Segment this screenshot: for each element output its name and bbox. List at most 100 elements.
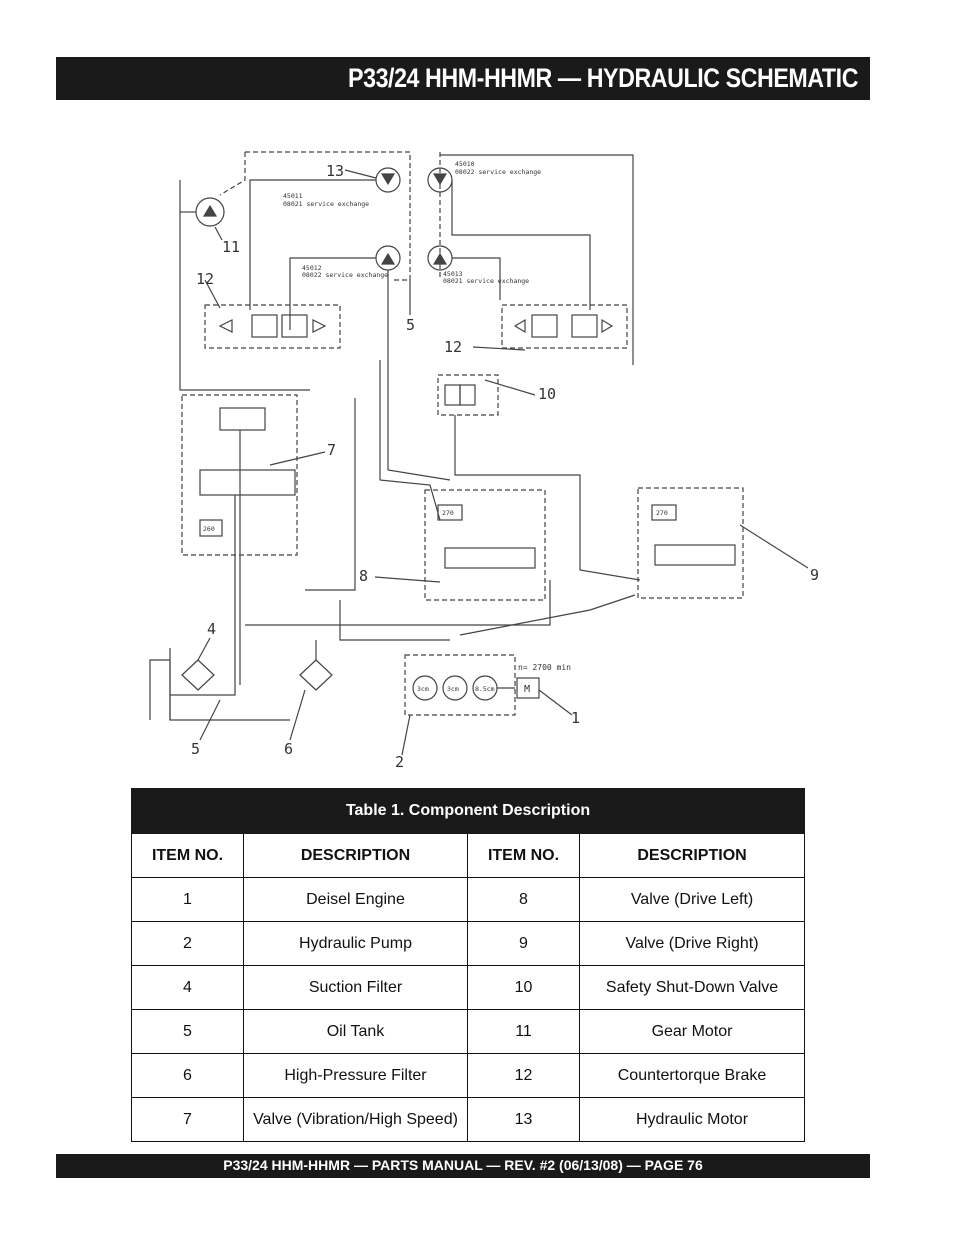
annotation-speed: n= 2700 min [518, 663, 571, 672]
hydraulic-line [440, 154, 634, 365]
annotation-270a: 270 [442, 509, 454, 517]
cell-item-no: 5 [131, 1009, 244, 1054]
cell-item-no: 10 [467, 965, 580, 1010]
header-item-no-left: ITEM NO. [131, 833, 244, 878]
callout-5-tank: 5 [191, 740, 200, 758]
cell-item-no: 4 [131, 965, 244, 1010]
check-valve [312, 319, 327, 333]
annotation-45010: 45010 [455, 160, 475, 168]
high-pressure-filter-symbol [299, 659, 333, 691]
table-row: 4 Suction Filter 10 Safety Shut-Down Val… [131, 965, 806, 1010]
motor-arrow [380, 173, 396, 186]
annotation-260: 260 [203, 525, 215, 533]
annotation-45012: 45012 [302, 264, 322, 272]
footer-bar: P33/24 HHM-HHMR — PARTS MANUAL — REV. #2… [56, 1154, 870, 1178]
callout-12-left: 12 [196, 270, 214, 288]
hydraulic-line [305, 398, 356, 591]
gear-motor-arrow [202, 204, 218, 217]
cell-description: High-Pressure Filter [243, 1053, 468, 1098]
table-caption-row: Table 1. Component Description [130, 788, 806, 834]
hydraulic-line [169, 648, 290, 721]
callout-1: 1 [571, 709, 580, 727]
header-description-left: DESCRIPTION [243, 833, 468, 878]
cell-description: Hydraulic Pump [243, 921, 468, 966]
table-row: 7 Valve (Vibration/High Speed) 13 Hydrau… [131, 1097, 806, 1142]
cell-item-no: 12 [467, 1053, 580, 1098]
hydraulic-line [451, 180, 591, 310]
page-title: P33/24 HHM-HHMR — HYDRAULIC SCHEMATIC [347, 63, 858, 93]
leader-line [472, 346, 526, 351]
brake-valve-block [251, 314, 278, 338]
component-table-wrap: Table 1. Component Description ITEM NO. … [130, 788, 806, 1142]
valve-spool [444, 547, 536, 569]
cell-item-no: 9 [467, 921, 580, 966]
callout-12-right: 12 [444, 338, 462, 356]
diesel-engine-symbol [516, 677, 540, 699]
cell-item-no: 11 [467, 1009, 580, 1054]
table-row: 1 Deisel Engine 8 Valve (Drive Left) [131, 877, 806, 922]
cell-description: Countertorque Brake [578, 1053, 806, 1098]
annotation-08021b: 08021 service exchange [443, 277, 529, 285]
valve-spool [444, 384, 461, 406]
cell-item-no: 7 [131, 1097, 244, 1142]
cell-item-no: 2 [131, 921, 244, 966]
valve-spool [654, 544, 736, 566]
motor-arrow [432, 252, 448, 265]
cell-description: Valve (Drive Left) [578, 877, 806, 922]
pump-symbol [412, 675, 438, 701]
table-row: 2 Hydraulic Pump 9 Valve (Drive Right) [131, 921, 806, 966]
callout-13: 13 [326, 162, 344, 180]
leader-line [204, 279, 221, 309]
valve-spool [219, 407, 266, 431]
hydraulic-line [179, 180, 310, 391]
dashed-line [219, 152, 246, 196]
brake-valve-block [571, 314, 598, 338]
cell-item-no: 1 [131, 877, 244, 922]
leader-line [374, 576, 441, 583]
check-valve [513, 318, 526, 334]
annotation-08021a: 08021 service exchange [283, 200, 369, 208]
callout-7: 7 [327, 441, 336, 459]
component-description-table: Table 1. Component Description ITEM NO. … [130, 788, 806, 1142]
leader-line [199, 699, 221, 741]
dashed-line [245, 151, 411, 281]
callout-8: 8 [359, 567, 368, 585]
cell-description: Oil Tank [243, 1009, 468, 1054]
hydraulic-line [339, 600, 450, 641]
leader-line [739, 524, 809, 569]
footer-text: P33/24 HHM-HHMR — PARTS MANUAL — REV. #2… [223, 1157, 703, 1173]
check-valve [601, 318, 614, 334]
callout-4: 4 [207, 620, 216, 638]
cell-description: Valve (Vibration/High Speed) [243, 1097, 468, 1142]
callout-11: 11 [222, 238, 240, 256]
countertorque-brake-right [501, 304, 628, 349]
cell-description: Valve (Drive Right) [578, 921, 806, 966]
pressure-relief [651, 504, 677, 521]
header-description-right: DESCRIPTION [578, 833, 806, 878]
valve-spool [199, 469, 296, 496]
motor-arrow [380, 252, 396, 265]
suction-filter-symbol [181, 659, 215, 691]
table-row: 5 Oil Tank 11 Gear Motor [131, 1009, 806, 1054]
annotation-pump1: 3cm [417, 685, 429, 693]
header-item-no-right: ITEM NO. [467, 833, 580, 878]
pressure-relief [199, 519, 223, 537]
check-valve [218, 319, 233, 333]
leader-line [289, 689, 306, 741]
leader-line [214, 226, 223, 241]
annotation-45013: 45013 [443, 270, 463, 278]
table-row: 6 High-Pressure Filter 12 Countertorque … [131, 1053, 806, 1098]
hydraulic-line [170, 495, 236, 696]
leader-line [344, 169, 377, 179]
hydraulic-schematic-diagram: 13 11 12 5 12 10 7 8 9 4 5 6 2 1 45011 0… [149, 151, 819, 771]
annotation-270b: 270 [656, 509, 668, 517]
cell-description: Deisel Engine [243, 877, 468, 922]
hydraulic-line [452, 257, 501, 300]
cell-item-no: 13 [467, 1097, 580, 1142]
callout-10: 10 [538, 385, 556, 403]
pressure-relief [437, 504, 463, 521]
countertorque-brake-left [204, 304, 341, 349]
callout-5-return: 5 [406, 316, 415, 334]
callout-9: 9 [810, 566, 819, 584]
callout-6: 6 [284, 740, 293, 758]
